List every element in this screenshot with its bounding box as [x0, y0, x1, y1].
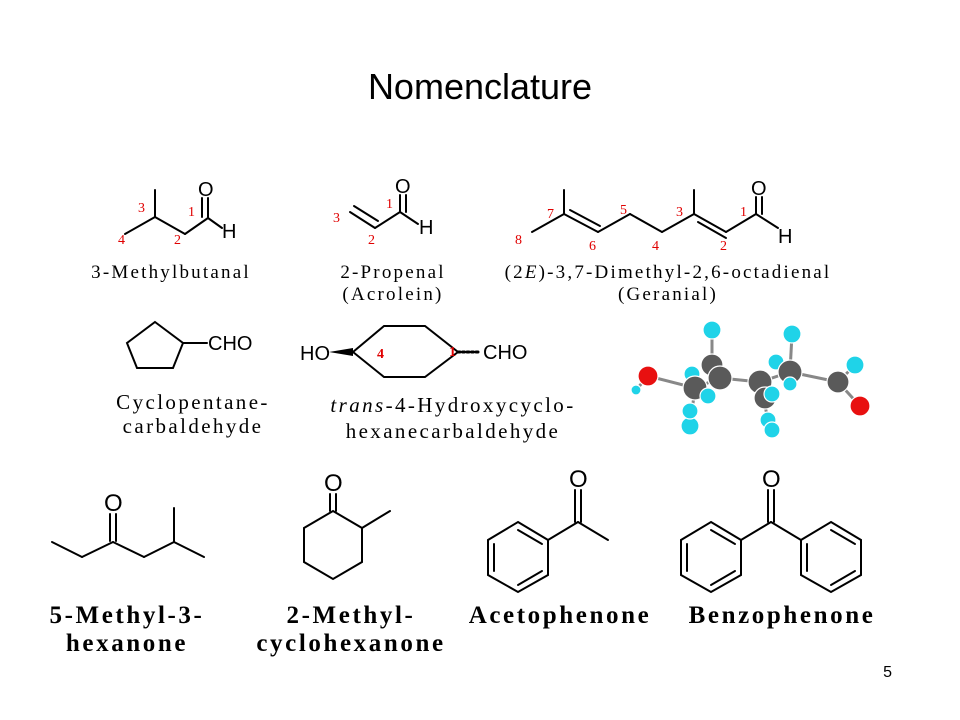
cyclohexane-cho: CHO — [483, 342, 527, 364]
locant: 8 — [515, 233, 522, 248]
locant: 4 — [377, 347, 384, 362]
benzophenone-oxygen: O — [762, 466, 781, 493]
compound-name-cyclopentane: Cyclopentane- carbaldehyde — [116, 390, 270, 438]
locant: 1 — [740, 205, 747, 220]
model-carbon-atom — [707, 365, 733, 391]
methylbutanal-hydrogen: H — [222, 221, 236, 243]
compound-name-hydroxycyclohexane: trans-4-Hydroxycyclo- hexanecarbaldehyde — [330, 393, 576, 443]
geranial-oxygen: O — [751, 178, 767, 200]
acetophenone-skeleton — [487, 489, 609, 594]
locant: 3 — [138, 201, 145, 216]
locant: 1 — [386, 197, 393, 212]
hydroxyl-group: HO — [300, 343, 330, 365]
methylbutanal-oxygen: O — [198, 179, 214, 201]
model-hydrogen-atom — [763, 421, 781, 439]
model-hydrogen-atom — [763, 385, 781, 403]
locant: 1 — [449, 345, 456, 360]
model-hydrogen-atom — [630, 384, 642, 396]
locant: 6 — [589, 239, 596, 254]
locant: 2 — [368, 233, 375, 248]
page-number: 5 — [883, 664, 892, 681]
benzophenone-skeleton — [680, 489, 862, 594]
cyclopentane-skeleton — [125, 320, 208, 369]
model-hydrogen-atom — [681, 402, 699, 420]
model-hydrogen-atom — [702, 320, 722, 340]
locant: 5 — [620, 203, 627, 218]
propenal-hydrogen: H — [419, 217, 433, 239]
methylcyclohexanone-skeleton — [303, 493, 391, 581]
model-carbon-atom — [826, 370, 850, 394]
geranial-hydrogen: H — [778, 226, 792, 248]
locant: 3 — [333, 211, 340, 226]
compound-name-benzophenone: Benzophenone — [688, 602, 876, 629]
model-oxygen-atom — [637, 365, 659, 387]
methylhexanone-skeleton — [51, 507, 205, 558]
locant: 1 — [188, 205, 195, 220]
model-hydrogen-atom — [680, 416, 700, 436]
compound-name-methylhexanone: 5-Methyl-3- hexanone — [49, 602, 205, 657]
cyclohexane-chair-skeleton — [351, 325, 482, 378]
locant: 4 — [652, 239, 659, 254]
ball-and-stick-model — [630, 320, 871, 439]
geranial-skeleton — [531, 189, 779, 239]
compound-name-geranial: (2E)-3,7-Dimethyl-2,6-octadienal (Gerani… — [504, 262, 832, 305]
propenal-oxygen: O — [395, 176, 411, 198]
wedge-bond — [329, 348, 353, 356]
model-hydrogen-atom — [845, 355, 865, 375]
methylhexanone-oxygen: O — [104, 490, 123, 517]
locant: 2 — [720, 239, 727, 254]
locant: 4 — [118, 233, 125, 248]
methylcyclohexanone-oxygen: O — [324, 470, 343, 497]
model-hydrogen-atom — [699, 387, 717, 405]
compound-name-methylcyclohexanone: 2-Methyl- cyclohexanone — [256, 602, 446, 657]
locant: 3 — [676, 205, 683, 220]
compound-name-acetophenone: Acetophenone — [468, 602, 652, 629]
locant: 7 — [547, 207, 554, 222]
model-hydrogen-atom — [782, 324, 802, 344]
model-oxygen-atom — [849, 395, 871, 417]
propenal-skeleton — [349, 194, 419, 229]
compound-name-propenal: 2-Propenal (Acrolein) — [340, 262, 446, 305]
methylbutanal-skeleton — [124, 189, 223, 235]
acetophenone-oxygen: O — [569, 466, 588, 493]
locant: 2 — [174, 233, 181, 248]
slide-title: Nomenclature — [367, 66, 593, 107]
cyclopentane-cho: CHO — [208, 333, 252, 355]
compound-name-methylbutanal: 3-Methylbutanal — [91, 262, 251, 283]
model-hydrogen-atom — [782, 376, 798, 392]
